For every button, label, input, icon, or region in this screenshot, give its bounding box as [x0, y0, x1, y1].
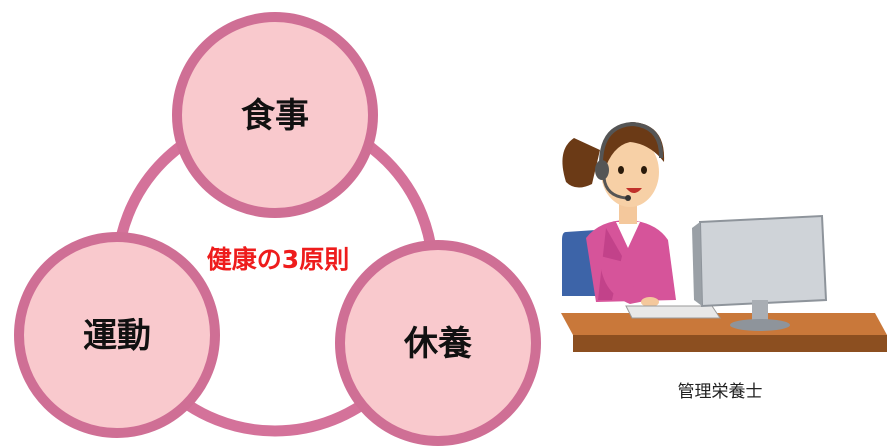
face: [601, 137, 659, 207]
node-rest: 休養: [335, 240, 541, 446]
monitor-back-side: [692, 222, 702, 306]
monitor-bezel: [698, 214, 828, 308]
left-eye: [618, 166, 624, 174]
keyboard: [625, 305, 721, 319]
node-exercise-label: 運動: [83, 316, 151, 356]
desk-top: [561, 313, 887, 335]
monitor-base: [730, 319, 790, 331]
node-meal: 食事: [172, 12, 378, 218]
node-exercise-circle: [14, 232, 220, 438]
hair-top: [599, 122, 665, 172]
monitor-stand: [752, 300, 768, 322]
hair-back: [562, 138, 600, 188]
illustration-caption: 管理栄養士: [678, 382, 763, 402]
desk-edge: [573, 335, 887, 352]
right-eye: [641, 166, 647, 174]
arm: [600, 256, 650, 304]
center-label: 健康の3原則: [207, 245, 349, 274]
dietitian-illustration: [561, 121, 887, 352]
neck: [619, 202, 637, 224]
node-exercise: 運動: [14, 232, 220, 438]
headset-mic-arm: [602, 177, 627, 200]
headset-earpiece: [595, 160, 609, 180]
collar: [616, 222, 640, 248]
node-rest-circle: [335, 240, 541, 446]
node-meal-label: 食事: [241, 96, 309, 136]
node-rest-label: 休養: [403, 324, 472, 364]
monitor: [692, 214, 828, 331]
headset-band: [599, 121, 664, 163]
mouth: [626, 188, 642, 193]
hand: [641, 297, 659, 307]
headset-mic: [625, 195, 631, 201]
node-meal-circle: [172, 12, 378, 218]
